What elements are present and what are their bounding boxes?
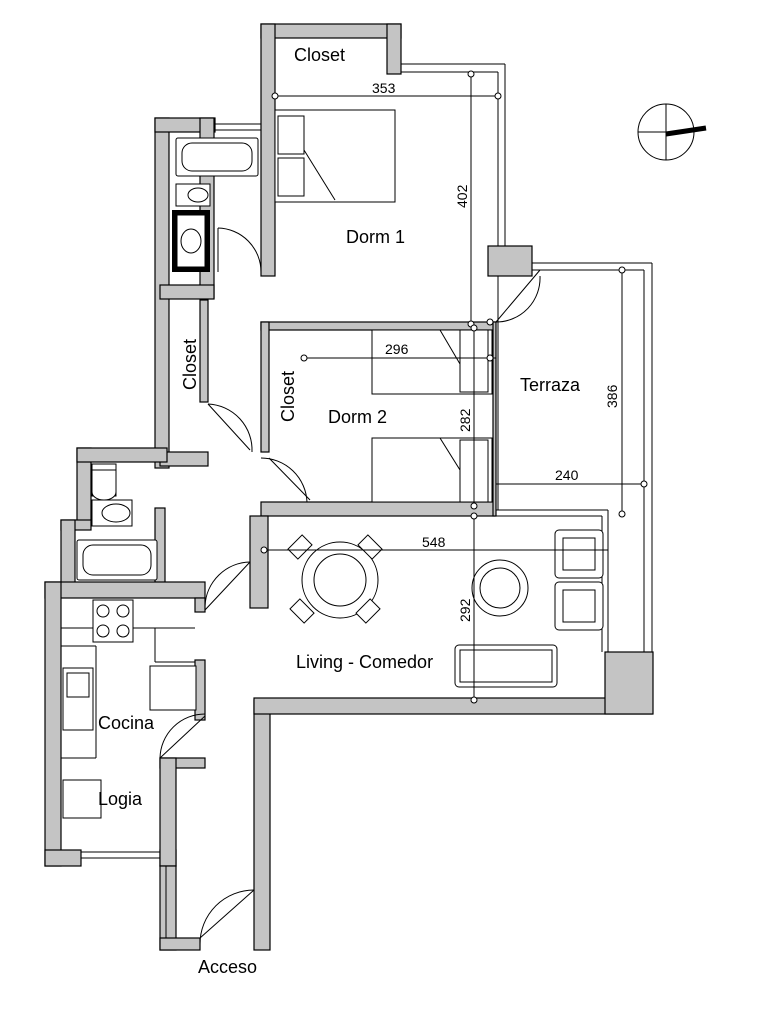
doors (159, 227, 541, 945)
room-label-closet-top: Closet (294, 45, 345, 65)
dim-label-living-depth: 292 (457, 598, 473, 622)
room-label-living: Living - Comedor (296, 652, 433, 672)
dim-label-terraza-width: 240 (555, 467, 579, 483)
dim-label-living-width: 548 (422, 534, 446, 550)
dim-label-dorm2-width: 296 (385, 341, 409, 357)
room-label-logia: Logia (98, 789, 143, 809)
room-label-closet-dorm2: Closet (278, 371, 298, 422)
dim-label-terraza-depth: 386 (604, 384, 620, 408)
kitchen-fixtures (61, 599, 197, 819)
dim-label-dorm1-depth: 402 (454, 184, 470, 208)
north-arrow-icon (637, 103, 707, 161)
walls (44, 23, 654, 951)
dim-label-dorm1-width: 353 (372, 80, 396, 96)
room-label-terraza: Terraza (520, 375, 581, 395)
room-label-cocina: Cocina (98, 713, 155, 733)
bathroom-fixtures (76, 137, 259, 581)
dim-label-dorm2-depth: 282 (457, 408, 473, 432)
room-label-closet-left: Closet (180, 339, 200, 390)
room-label-dorm2: Dorm 2 (328, 407, 387, 427)
dimension-lines (260, 70, 648, 704)
living-furniture (287, 529, 604, 688)
bedroom-furniture (274, 109, 493, 503)
room-label-dorm1: Dorm 1 (346, 227, 405, 247)
room-label-acceso: Acceso (198, 957, 257, 977)
